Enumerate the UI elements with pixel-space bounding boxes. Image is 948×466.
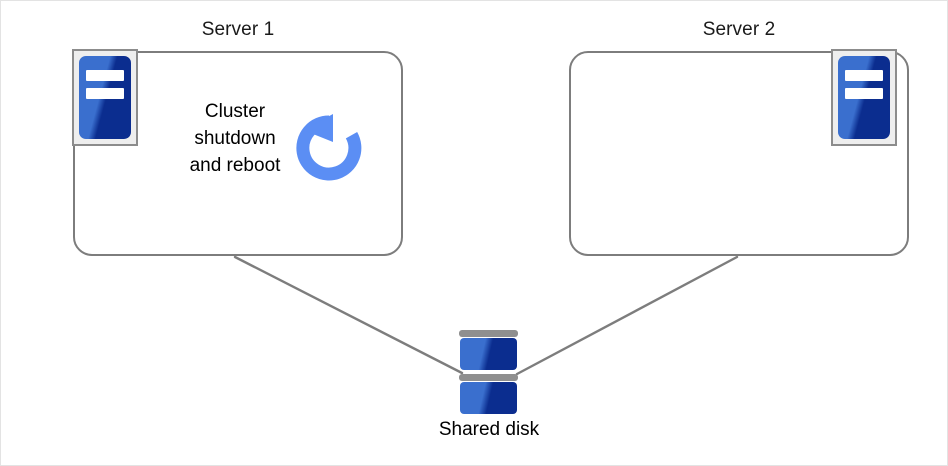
- connector-server2-to-disk: [515, 255, 739, 376]
- disk-cap-top: [459, 330, 518, 337]
- cluster-label-line-1: Cluster: [204, 101, 266, 122]
- server-icon: [72, 49, 138, 146]
- cluster-shutdown-label: Cluster shutdown and reboot: [173, 98, 297, 179]
- server-icon-body: [838, 56, 890, 139]
- disk-body-upper: [460, 338, 517, 370]
- connector-server1-to-disk: [233, 255, 464, 375]
- server-icon-bar-top: [85, 70, 125, 82]
- server-icon-bar-top: [844, 70, 884, 82]
- disk-cap-middle: [459, 374, 518, 381]
- server2-title: Server 2: [702, 19, 776, 40]
- server-icon-bar-bottom: [85, 87, 125, 99]
- server1-title: Server 1: [201, 19, 275, 40]
- server-icon-bar-bottom: [844, 87, 884, 99]
- cluster-label-line-3: and reboot: [189, 155, 281, 176]
- refresh-reboot-icon: [296, 114, 362, 181]
- shared-disk-label: Shared disk: [438, 419, 540, 440]
- cluster-label-line-2: shutdown: [194, 128, 276, 149]
- disk-stack-icon: [459, 330, 518, 414]
- disk-body-lower: [460, 382, 517, 414]
- server-icon: [831, 49, 897, 146]
- server-icon-body: [79, 56, 131, 139]
